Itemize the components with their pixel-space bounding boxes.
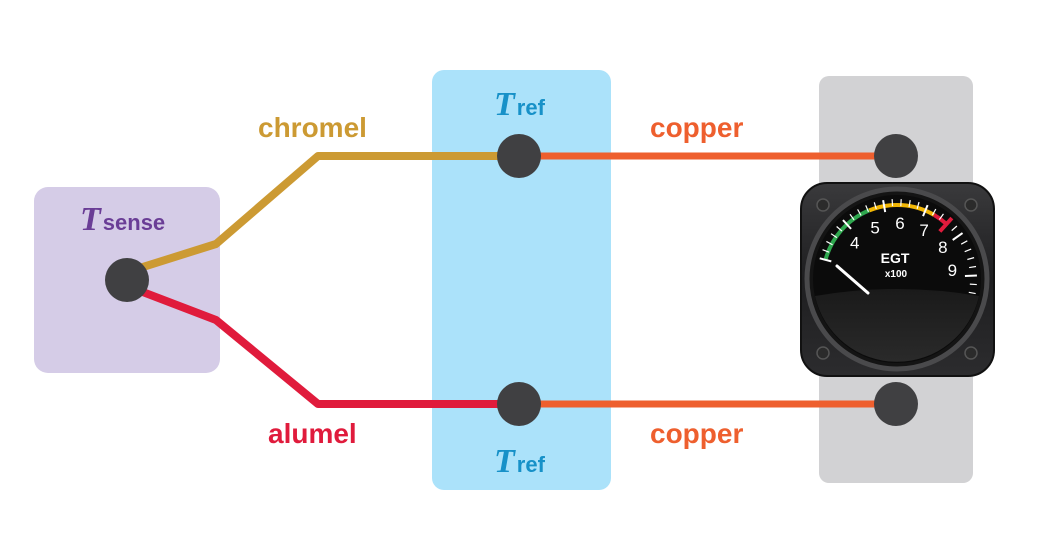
gauge-scale-number: 8: [938, 238, 947, 257]
gauge-tick: [882, 200, 887, 213]
gauge-tick: [826, 240, 833, 246]
meter-terminal-bottom: [874, 382, 918, 426]
meter-terminal-top: [874, 134, 918, 178]
gauge-tick: [849, 213, 855, 221]
chromel-label: chromel: [258, 112, 367, 143]
gauge-tick: [931, 208, 937, 216]
chromel-wire: [123, 152, 523, 276]
gauge-tick: [964, 274, 977, 278]
alumel-wire: [123, 282, 523, 408]
gauge-scale-number: 5: [870, 218, 879, 237]
gauge-tick: [938, 213, 944, 220]
gauge-title: EGT: [881, 250, 910, 266]
gauge-tick: [951, 225, 958, 232]
gauge-tick: [819, 257, 832, 263]
screw-icon: [816, 198, 830, 212]
gauge-tick: [952, 232, 964, 241]
gauge-tick: [960, 240, 968, 245]
gauge-tick: [822, 249, 830, 253]
gauge-scale-number: 6: [895, 214, 904, 233]
screw-icon: [964, 198, 978, 212]
reference-box: [432, 70, 611, 490]
gauge-needle: [835, 264, 870, 295]
gauge-tick: [967, 257, 975, 261]
screw-icon: [816, 346, 830, 360]
gauge-tick: [836, 226, 843, 232]
copper-label-bottom: copper: [650, 418, 743, 449]
ref-junction-bottom: [497, 382, 541, 426]
gauge-tick: [873, 202, 877, 210]
gauge-scale-number: 9: [948, 261, 957, 280]
gauge-scale-number: 7: [919, 221, 928, 240]
gauge-tick: [969, 265, 977, 269]
t-sense-label: Tsense: [80, 201, 165, 238]
gauge-tick: [865, 205, 870, 213]
gauge-tick: [964, 248, 972, 253]
screw-icon: [964, 346, 978, 360]
copper-label-top: copper: [650, 112, 743, 143]
gauge-band: [823, 208, 871, 261]
gauge-tick: [916, 201, 920, 209]
alumel-label: alumel: [268, 418, 357, 449]
gauge-tick: [908, 199, 911, 208]
t-ref-bottom-label: Tref: [494, 443, 546, 480]
gauge-tick: [857, 209, 862, 216]
t-ref-top-label: Tref: [494, 86, 546, 123]
gauge-redline: [938, 216, 954, 233]
gauge-tick: [842, 219, 852, 230]
sense-junction: [105, 258, 149, 302]
ref-junction-top: [497, 134, 541, 178]
gauge-scale-number: 4: [850, 233, 859, 252]
gauge-lower-face: [815, 289, 979, 362]
gauge-tick: [922, 204, 929, 217]
gauge-multiplier: x100: [885, 269, 908, 280]
gauge-tick: [830, 233, 838, 239]
gauge-tick: [968, 291, 976, 295]
